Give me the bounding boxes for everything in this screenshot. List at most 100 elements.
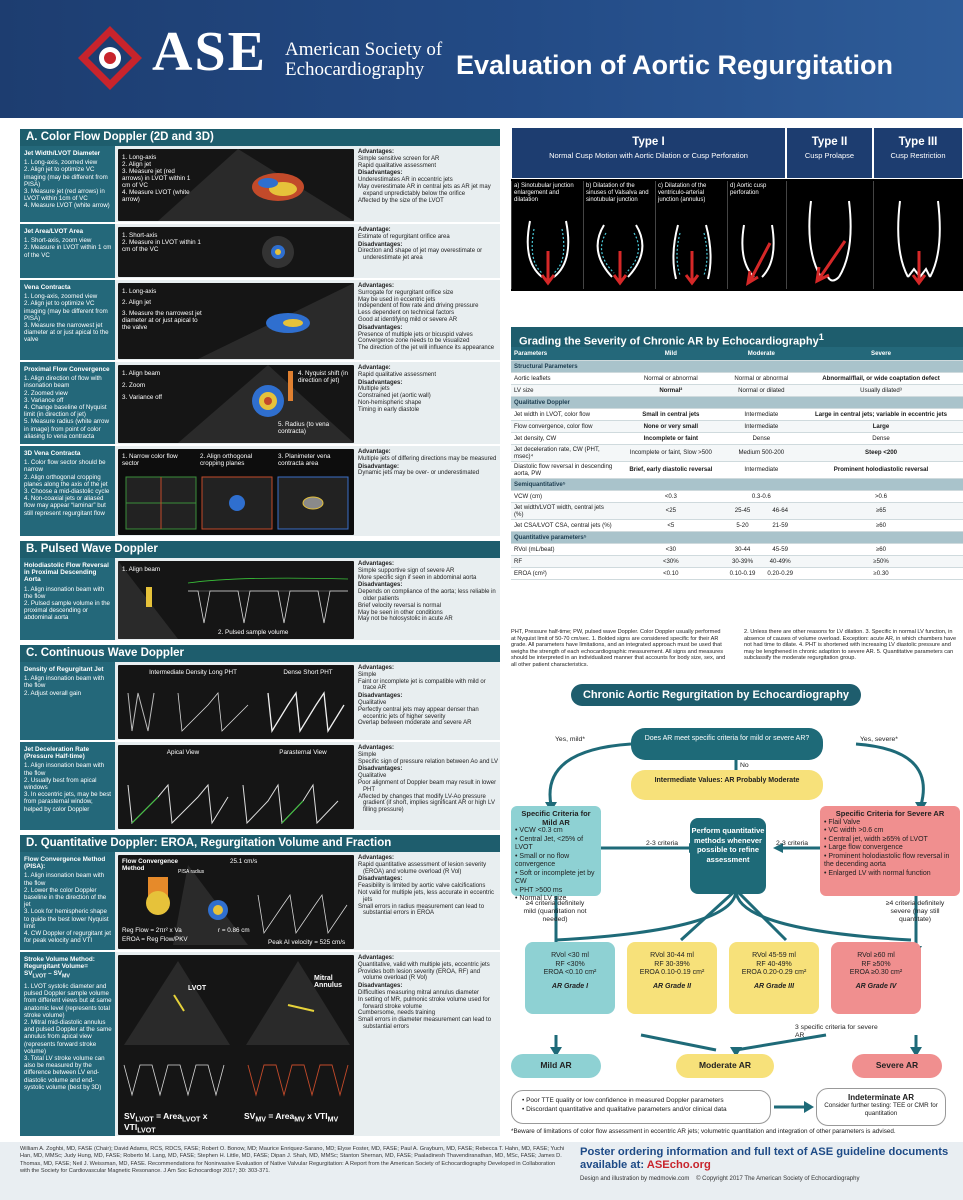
advantage: Provides both lesion severity (EROA, RF)… bbox=[358, 968, 481, 982]
severe-criteria-node: Specific Criteria for Severe AR • Flail … bbox=[820, 806, 960, 896]
row-proximal-flow-convergence: Proximal Flow Convergence 1. Align direc… bbox=[20, 362, 500, 446]
table-cell: Abnormal/flail, or wide coaptation defec… bbox=[799, 372, 963, 385]
disadvantage: Multiple jets bbox=[358, 386, 390, 393]
step: 1. Align insonation beam with the flow bbox=[24, 585, 105, 600]
echo-short-axis-icon bbox=[262, 236, 294, 268]
grade-value: RF 30-39% bbox=[654, 960, 690, 968]
row-title: 3D Vena Contracta bbox=[24, 450, 81, 457]
formula-sub: LVOT bbox=[137, 1126, 156, 1135]
table-cell: <5 bbox=[618, 519, 724, 532]
image-label: PISA radius bbox=[178, 869, 205, 875]
row-stroke-volume: Stroke Volume Method: Regurgitant Volume… bbox=[20, 952, 500, 1138]
image-steps: 1. Short-axis 2. Measure in LVOT within … bbox=[122, 232, 202, 253]
arrow-right-icon bbox=[774, 1101, 814, 1113]
advantage-label: Advantage: bbox=[358, 449, 391, 455]
step: 2. Pulsed sample volume in the proximal … bbox=[24, 600, 110, 622]
grade-2-node: RVol 30-44 ml RF 30-39% EROA 0.10-0.19 c… bbox=[627, 942, 717, 1014]
image-label: Peak AI velocity = 525 cm/s bbox=[268, 939, 346, 946]
title-text: Stroke Volume Method: Regurgitant Volume… bbox=[24, 956, 95, 978]
table-cell: 0.10-0.19 bbox=[723, 567, 762, 580]
table-cell: Incomplete or faint, Slow >500 bbox=[618, 444, 724, 462]
image-label: Parasternal View bbox=[279, 749, 327, 756]
image-label: Mitral Annulus bbox=[314, 975, 342, 989]
ar-types-panel: Type I Normal Cusp Motion with Aortic Di… bbox=[511, 127, 963, 291]
row-vena-proscons: Advantages: Surrogate for regurgitant or… bbox=[358, 282, 498, 352]
table-header-row: Parameters Mild Moderate Severe bbox=[511, 347, 963, 361]
step: 3. Choose a mid-diastolic cycle bbox=[24, 488, 110, 496]
step: 3. In eccentric jets, may be best from p… bbox=[24, 791, 112, 813]
type-3-header: Type III Cusp Restriction bbox=[873, 127, 963, 179]
table-cell: None or very small bbox=[618, 420, 724, 433]
grade-label: AR Grade III bbox=[753, 982, 795, 990]
image-step: 4. Nyquist shift (in direction of jet) bbox=[298, 370, 349, 384]
row-jet-area-steps: Jet Area/LVOT Area 1. Short-axis, zoom v… bbox=[20, 224, 115, 278]
row-decel-proscons: Advantages: Simple Specific sign of pres… bbox=[358, 744, 498, 814]
ase-logo-icon bbox=[78, 26, 142, 90]
table-cell: 30-39% bbox=[723, 555, 762, 568]
logo-subtitle: American Society of Echocardiography bbox=[285, 40, 442, 80]
disadvantage-label: Disadvantage: bbox=[358, 463, 400, 470]
criteria-item: • VC width >0.6 cm bbox=[824, 827, 884, 834]
image-step: 1. Narrow color flow sector bbox=[122, 453, 178, 467]
image-step: 4. Measure LVOT (white arrow) bbox=[122, 189, 190, 203]
step: 1. LVOT systolic diameter and pulsed Dop… bbox=[24, 982, 112, 1019]
echo-image: 1. Long-axis 2. Align jet 3. Measure the… bbox=[118, 283, 354, 359]
table-cell: Intermediate bbox=[723, 420, 800, 433]
table-cell: RVol (mL/beat) bbox=[511, 543, 618, 556]
row-3dvc-proscons: Advantage: Multiple jets of differing di… bbox=[358, 448, 498, 477]
disadvantage: Dynamic jets may be over- or underestima… bbox=[358, 470, 480, 477]
table-cell: Dense bbox=[723, 432, 800, 445]
table-cell: Medium 500-200 bbox=[723, 444, 800, 462]
row-holo-proscons: Advantages: Simple supportive sign of se… bbox=[358, 560, 498, 623]
ge4-mild-label: ≥4 criteria definitely mild (quantitatio… bbox=[523, 900, 587, 923]
image-steps: 1. Long-axis 2. Align jet 3. Measure jet… bbox=[122, 154, 192, 203]
image-step: 3. Planimeter vena contracta area bbox=[278, 453, 331, 467]
criteria-item: • Central Jet, <25% of LVOT bbox=[515, 835, 584, 852]
disadvantage: Presence of multiple jets or bicuspid va… bbox=[358, 331, 473, 338]
table-cell: Normal or dilated bbox=[723, 384, 800, 397]
image-label: Dense Short PHT bbox=[283, 669, 333, 676]
row-3d-vena-contracta: 3D Vena Contracta 1. Color flow sector s… bbox=[20, 446, 500, 538]
disadvantage: Not valid for multiple jets, less accura… bbox=[358, 889, 495, 903]
moderate-ar-node: Moderate AR bbox=[676, 1054, 774, 1078]
grade-value: EROA <0.10 cm² bbox=[543, 969, 597, 976]
grade-value: EROA 0.20-0.29 cm² bbox=[741, 969, 807, 976]
section-a-header: A. Color Flow Doppler (2D and 3D) bbox=[20, 129, 500, 146]
row-pisa-proscons: Advantage: Rapid qualitative assessment … bbox=[358, 364, 498, 414]
row-holo-steps: Holodiastolic Flow Reversal in Proximal … bbox=[20, 558, 115, 640]
step: 1. Color flow sector should be narrow bbox=[24, 459, 106, 474]
asecho-link[interactable]: ASEcho.org bbox=[646, 1159, 711, 1171]
row-jet-area-proscons: Advantage: Estimate of regurgitant orifi… bbox=[358, 226, 498, 262]
disadvantage: In setting of MR, pulmonic stroke volume… bbox=[358, 996, 490, 1010]
advantage: Independent of flow rate and driving pre… bbox=[358, 303, 479, 310]
grade-label: AR Grade II bbox=[652, 982, 692, 990]
severe-criteria-title: Specific Criteria for Severe AR bbox=[835, 809, 945, 818]
stroke-volume-echo-icon bbox=[123, 961, 350, 1097]
table-cell: Diastolic flow reversal in descending ao… bbox=[511, 461, 618, 479]
logo-subtitle-line2: Echocardiography bbox=[285, 59, 425, 80]
table-group-label: Structural Parameters bbox=[511, 360, 963, 373]
table-cell: Normal or abnormal bbox=[618, 372, 724, 385]
table-group-row: Semiquantitative⁵ bbox=[511, 478, 963, 491]
table-cell: Jet width in LVOT, color flow bbox=[511, 408, 618, 421]
indeterminate-box: Indeterminate AR Consider further testin… bbox=[816, 1088, 946, 1126]
disadvantage: Affected by the size of the LVOT bbox=[358, 197, 444, 204]
table-cell: ≥65 bbox=[799, 502, 963, 520]
cusp-a: a) Sinotubular junction enlargement and … bbox=[511, 181, 583, 289]
row-decel-steps: Jet Deceleration Rate (Pressure Half-tim… bbox=[20, 742, 115, 830]
image-step: 2. Align orthogonal cropping planes bbox=[200, 453, 253, 467]
sinus-dilation-icon bbox=[596, 224, 644, 286]
disadvantage: May not be holosystolic in acute AR bbox=[358, 616, 453, 623]
disadvantages-label: Disadvantages: bbox=[358, 693, 403, 700]
table-cell: Intermediate bbox=[723, 461, 800, 479]
row-flowconv-proscons: Advantages: Rapid quantitative assessmen… bbox=[358, 854, 498, 917]
disadvantage: The direction of the jet will influence … bbox=[358, 345, 495, 352]
image-step: 1. Long-axis bbox=[122, 154, 157, 161]
section-d-header: D. Quantitative Doppler: EROA, Regurgita… bbox=[20, 835, 500, 852]
echo-image: 1. Align beam 2. Zoom 3. Variance off 4.… bbox=[118, 365, 354, 443]
row-vena-steps: Vena Contracta 1. Long-axis, zoomed view… bbox=[20, 280, 115, 360]
disadvantage: Timing in early diastole bbox=[358, 406, 420, 413]
title-sub: MV bbox=[61, 973, 70, 980]
